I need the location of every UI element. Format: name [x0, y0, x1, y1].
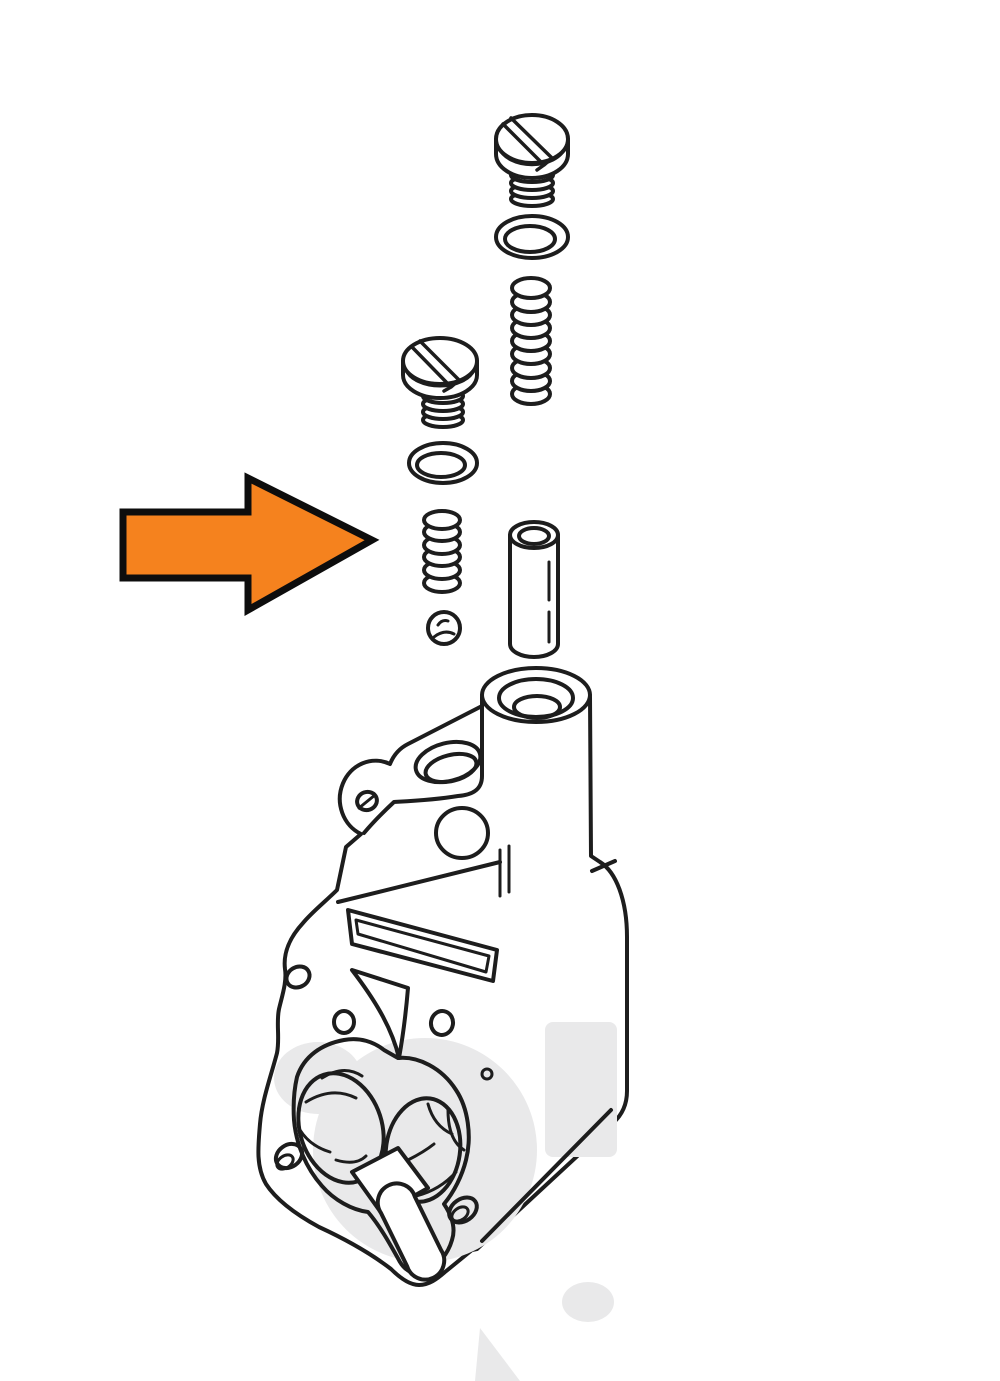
- cavity-slot: [375, 1181, 447, 1282]
- watermark-triangle: [475, 1328, 520, 1381]
- part-spring-short: [422, 509, 462, 594]
- arrow-right-icon: [119, 472, 380, 616]
- bolt-hole: [332, 1009, 356, 1035]
- part-plug-screw-upper: [494, 113, 570, 208]
- flange-hole-inner: [275, 1153, 295, 1171]
- window-slot-outer: [346, 908, 499, 983]
- bolt-hole: [284, 964, 312, 990]
- cavity-detail-arcs: [298, 1069, 466, 1198]
- watermark-shapes: [475, 1282, 614, 1381]
- bolt-hole: [428, 1009, 456, 1037]
- cavity-outline: [291, 1037, 471, 1276]
- face-bore-hole: [434, 806, 490, 860]
- watermark-blob: [562, 1282, 614, 1322]
- pump-body-details: [273, 666, 617, 1282]
- boss-hole: [355, 789, 379, 813]
- bottom-chamfer-line: [480, 1108, 613, 1243]
- part-o-ring-upper: [494, 214, 570, 260]
- part-pump-body: [256, 666, 629, 1287]
- block-top-edge: [336, 860, 502, 904]
- part-roller-pin: [508, 520, 560, 659]
- deck-counterbore-inner: [423, 751, 479, 785]
- small-hole: [480, 1067, 494, 1081]
- tower-bore: [512, 694, 562, 720]
- part-o-ring-lower: [407, 441, 479, 485]
- deck-front-ridge: [362, 704, 484, 835]
- tower-seam-lines: [498, 844, 511, 898]
- part-spring-long: [510, 276, 552, 406]
- part-check-ball: [426, 610, 462, 646]
- screw-slot: [410, 339, 461, 393]
- screw-head-rim: [404, 368, 476, 388]
- block-top-edge-right: [590, 859, 617, 873]
- window-slot-floor: [354, 918, 491, 974]
- annotation-arrow: [119, 472, 380, 616]
- screw-head-rim: [497, 146, 567, 167]
- screw-slot: [501, 116, 554, 172]
- boss-hole-slash: [357, 793, 377, 810]
- ball-highlight: [432, 619, 456, 639]
- part-plug-screw-lower: [401, 336, 479, 429]
